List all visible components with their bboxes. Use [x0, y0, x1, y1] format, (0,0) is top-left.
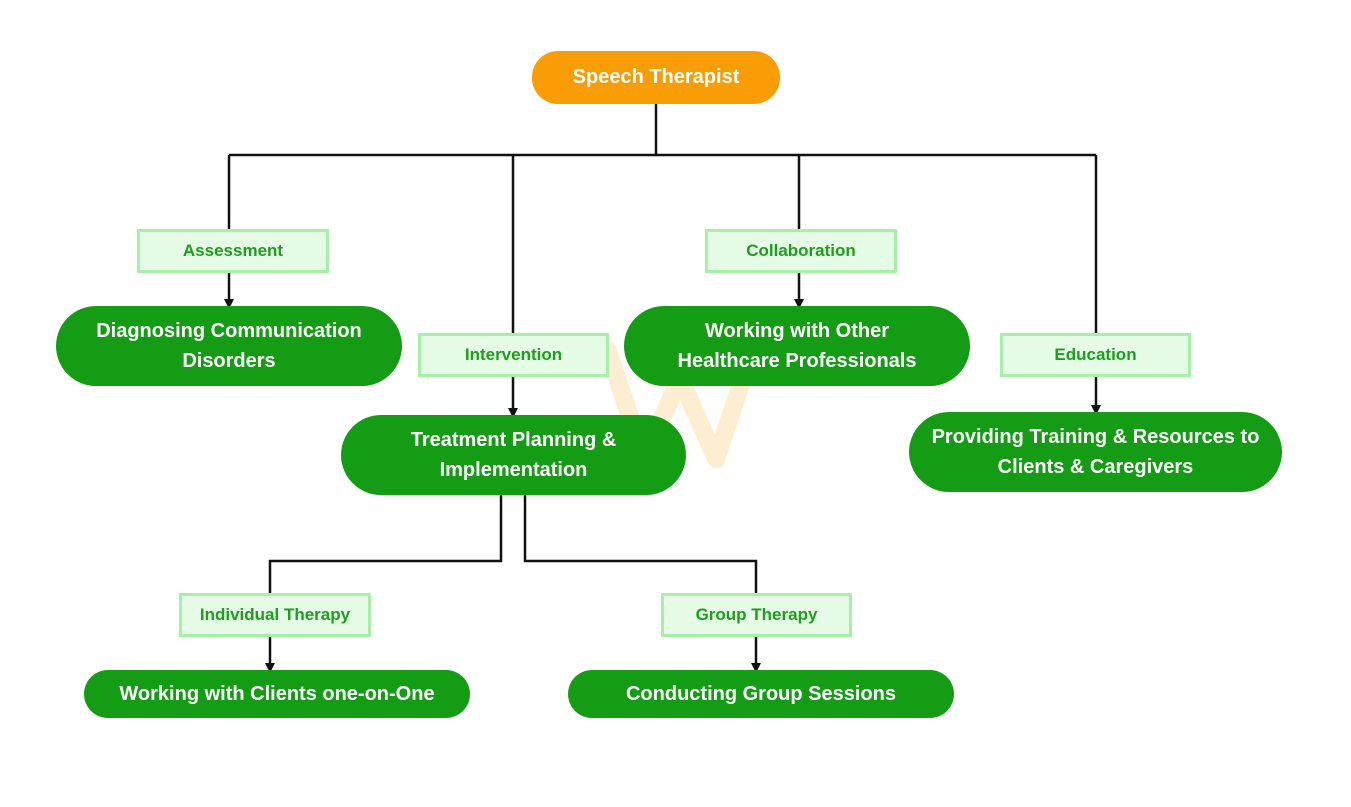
connector-to-group: [523, 495, 758, 593]
branch-group-therapy: Group Therapy: [661, 593, 852, 637]
intervention-result: Treatment Planning & Implementation: [341, 415, 686, 495]
branch-collaboration: Collaboration: [705, 229, 897, 273]
connector-to-individual: [268, 495, 503, 593]
group-therapy-result: Conducting Group Sessions: [568, 670, 954, 718]
assessment-result: Diagnosing Communication Disorders: [56, 306, 402, 386]
branch-individual-therapy: Individual Therapy: [179, 593, 371, 637]
collaboration-result: Working with Other Healthcare Profession…: [624, 306, 970, 386]
branch-education: Education: [1000, 333, 1191, 377]
education-result: Providing Training & Resources to Client…: [909, 412, 1282, 492]
branch-intervention: Intervention: [418, 333, 609, 377]
branch-assessment: Assessment: [137, 229, 329, 273]
root-node-speech-therapist: Speech Therapist: [532, 51, 780, 104]
individual-therapy-result: Working with Clients one-on-One: [84, 670, 470, 718]
